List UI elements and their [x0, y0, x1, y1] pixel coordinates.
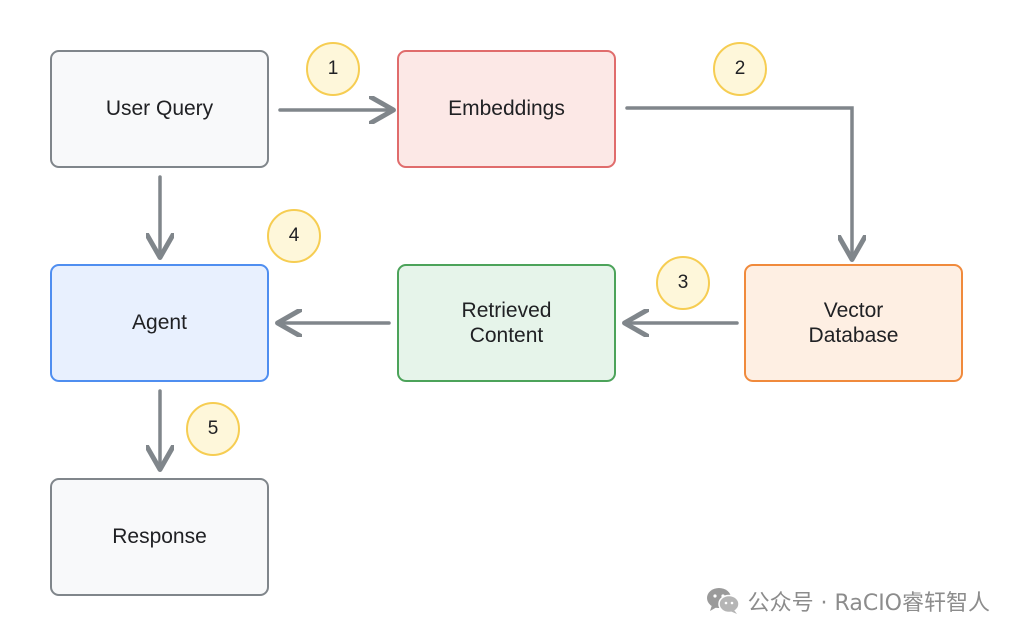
step-badge-1: 1 — [306, 42, 360, 96]
watermark: 公众号 · RaCIO睿轩智人 — [706, 585, 990, 617]
wechat-icon — [706, 588, 740, 614]
node-embeddings: Embeddings — [397, 50, 616, 168]
step-badge-2: 2 — [713, 42, 767, 96]
node-user-query-label: User Query — [105, 97, 214, 121]
node-user-query: User Query — [50, 50, 269, 168]
node-retrieved-content: Retrieved Content — [397, 264, 616, 382]
node-retrieved-content-label: Retrieved Content — [461, 298, 552, 347]
watermark-text: 公众号 · RaCIO睿轩智人 — [747, 591, 990, 616]
node-agent: Agent — [50, 264, 269, 382]
node-agent-label: Agent — [132, 311, 187, 335]
step-badge-3: 3 — [656, 256, 710, 310]
node-response: Response — [50, 478, 269, 596]
node-response-label: Response — [112, 525, 207, 549]
arrow-embeddings-to-vector-database — [625, 106, 852, 256]
node-vector-database: Vector Database — [744, 264, 963, 382]
node-vector-database-label: Vector Database — [808, 298, 899, 347]
node-embeddings-label: Embeddings — [448, 97, 565, 121]
step-badge-4: 4 — [267, 209, 321, 263]
step-badge-5: 5 — [186, 402, 240, 456]
